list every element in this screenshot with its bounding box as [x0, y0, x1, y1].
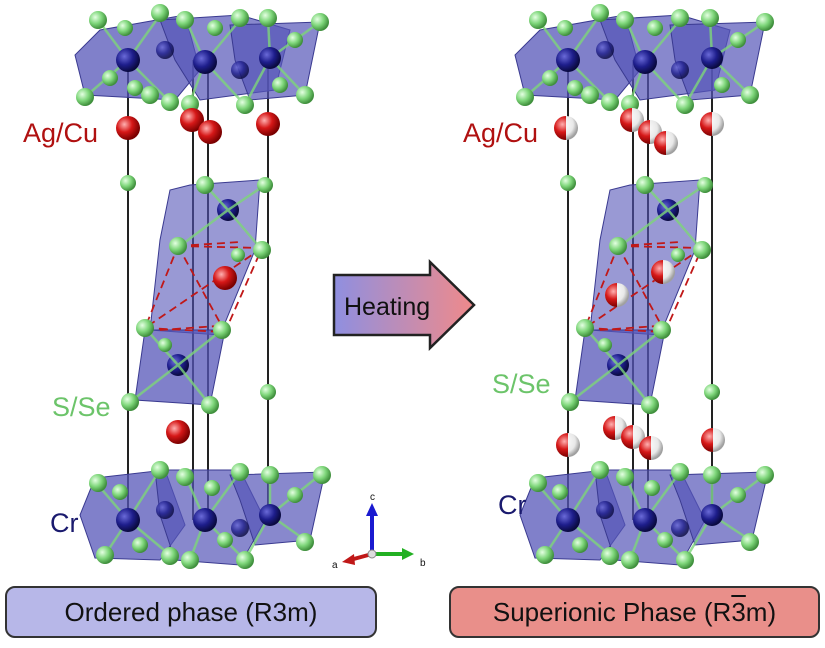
ordered-phase-caption-text: Ordered phase (R3m) — [64, 596, 318, 627]
middle-cr-layer — [120, 175, 276, 444]
s-se-label-right: S/Se — [492, 369, 551, 399]
top-cr-layer-right — [514, 4, 774, 114]
heating-arrow: Heating — [332, 259, 476, 351]
bottom-cr-layer — [79, 461, 331, 569]
ordered-phase-structure — [74, 4, 331, 569]
heating-label: Heating — [344, 293, 430, 321]
ordered-phase-caption: Ordered phase (R3m) — [5, 586, 377, 638]
superionic-caption-prefix: Superionic Phase (R — [492, 596, 732, 627]
axis-c-label: c — [370, 492, 375, 503]
bottom-cr-layer-right — [519, 461, 774, 569]
axis-triad: c b a — [332, 492, 426, 571]
half-occupied-sites-bottom — [556, 416, 725, 460]
half-occupied-sites-middle — [605, 260, 675, 307]
ag-cu-label: Ag/Cu — [23, 118, 98, 148]
half-occupied-sites-top — [554, 108, 724, 155]
superionic-phase-structure — [514, 4, 774, 569]
superionic-caption-suffix: m) — [745, 596, 777, 627]
axis-b-label: b — [420, 558, 426, 569]
top-cr-layer — [74, 4, 329, 114]
cr-label: Cr — [50, 508, 79, 538]
s-se-label: S/Se — [52, 392, 111, 422]
axis-a-label: a — [332, 560, 338, 571]
superionic-caption-overline: 3 — [731, 596, 746, 627]
ag-cu-atoms-top — [116, 108, 280, 144]
middle-cr-layer-right — [560, 175, 720, 414]
cr-label-right: Cr — [498, 490, 527, 520]
ag-cu-label-right: Ag/Cu — [463, 118, 538, 148]
